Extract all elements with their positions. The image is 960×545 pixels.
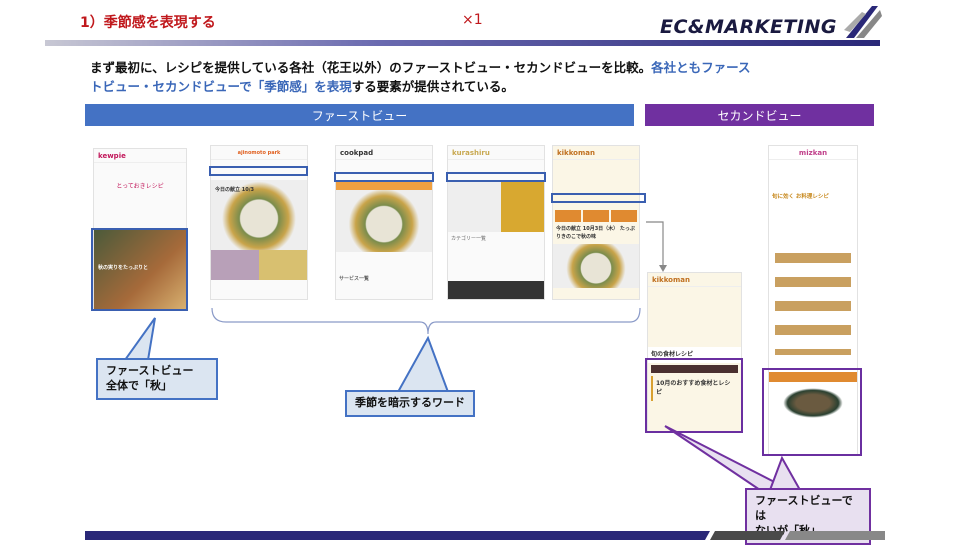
- screen-cookpad: cookpad サービス一覧: [335, 145, 433, 300]
- callout-first-view-autumn: ファーストビュー全体で「秋」: [96, 358, 218, 400]
- highlight-mizkan: [762, 368, 862, 456]
- header-bar: [45, 40, 880, 46]
- first-view-banner: ファーストビュー: [85, 104, 634, 126]
- screen-kikkoman: kikkoman 今日の献立 10月3日（木） たっぷりきのこで秋の味: [552, 145, 640, 300]
- highlight-kurashiru: [446, 172, 546, 182]
- intro-line-1: まず最初に、レシピを提供している各社（花王以外）のファーストビュー・セカンドビュ…: [90, 60, 751, 75]
- highlight-kikkoman-second: [645, 358, 743, 433]
- screen-mizkan: mizkan 旬に効く お料理レシピ: [768, 145, 858, 455]
- slide-mark: ×1: [462, 12, 483, 28]
- highlight-cookpad: [334, 172, 434, 182]
- screen-kurashiru: kurashiru カテゴリー一覧: [447, 145, 545, 300]
- screen-ajinomoto: ajinomoto park 今日の献立 10/3: [210, 145, 308, 300]
- screen-kikkoman-second: kikkoman 旬の食材レシピ 10月のおすすめ食材とレシピ: [647, 272, 742, 432]
- intro-line-2: トビュー・セカンドビューで「季節感」を表現する要素が提供されている。: [90, 79, 514, 94]
- highlight-ajinomoto: [209, 166, 308, 176]
- callout-season-words: 季節を暗示するワード: [345, 390, 475, 417]
- logo-stripes-icon: [844, 6, 882, 38]
- company-logo: EC&MARKETING: [660, 16, 837, 38]
- highlight-kewpie: [91, 228, 188, 311]
- second-view-banner: セカンドビュー: [645, 104, 874, 126]
- slide-title: 1）季節感を表現する: [80, 15, 216, 31]
- flow-arrow: [646, 221, 667, 272]
- highlight-kikkoman: [551, 193, 646, 203]
- footer-bar: [85, 531, 885, 540]
